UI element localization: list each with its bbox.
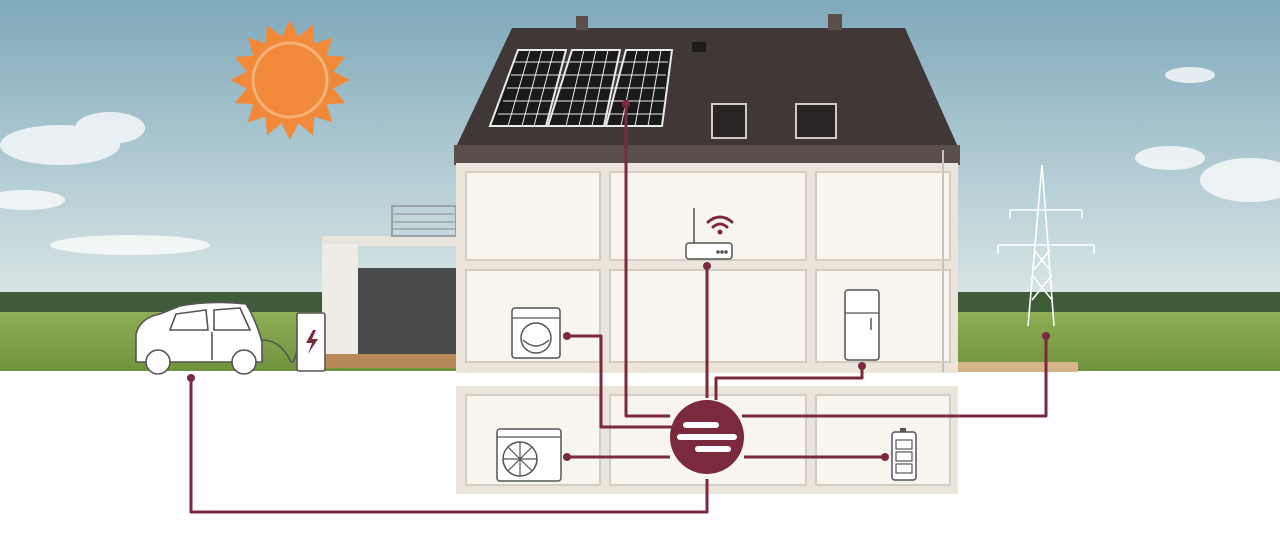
- clouds: [0, 67, 1280, 255]
- washing-machine-icon: [511, 307, 561, 359]
- connection-endpoints: [187, 100, 1050, 461]
- energy-manager-logo-icon: [670, 400, 744, 474]
- connector-solar: [624, 104, 670, 418]
- garage-annex: [322, 205, 462, 368]
- connector-electric-car: [189, 378, 709, 514]
- connector-washing-machine: [567, 334, 672, 429]
- charging-station-icon: [296, 312, 326, 372]
- patio: [956, 362, 1078, 372]
- electric-car-icon: [135, 301, 299, 375]
- fridge-icon: [844, 289, 880, 361]
- roof-windows: [711, 103, 837, 139]
- connector-grid: [742, 336, 1048, 418]
- wifi-router-icon: [685, 208, 734, 260]
- heat-pump-icon: [496, 428, 562, 482]
- power-pylon-icon: [997, 164, 1095, 327]
- battery-icon: [891, 428, 917, 481]
- connection-lines: [189, 104, 1048, 514]
- solar-panel-icon: [488, 49, 674, 127]
- connector-fridge: [714, 366, 864, 400]
- sun-icon: [230, 20, 350, 140]
